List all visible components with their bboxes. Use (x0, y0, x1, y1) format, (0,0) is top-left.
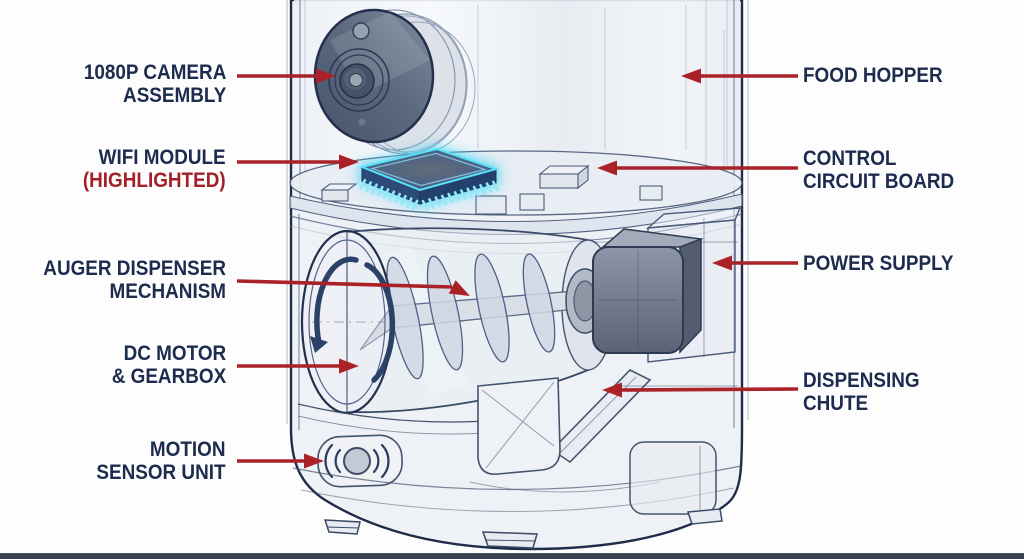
auger-blades (386, 253, 556, 380)
motion-sensor-eye (343, 447, 371, 475)
label-line: ASSEMBLY (122, 84, 226, 107)
label-line-highlighted: (HIGHLIGHTED) (83, 169, 226, 192)
device-feet (323, 508, 723, 549)
label-line: CONTROL (803, 147, 897, 170)
label-auger-dispenser: AUGER DISPENSER MECHANISM (43, 257, 226, 303)
label-line: WIFI MODULE (98, 146, 226, 169)
dispensing-chute-drawing (297, 369, 738, 493)
label-line: DC MOTOR (123, 342, 226, 365)
label-line: 1080P CAMERA (83, 61, 226, 84)
base-compartment (629, 441, 717, 515)
pcb-components (320, 164, 663, 215)
camera-mic-dot (358, 118, 366, 126)
label-line: CIRCUIT BOARD (803, 170, 955, 193)
camera-assembly-drawing (313, 8, 476, 155)
label-line: AUGER DISPENSER (43, 257, 226, 280)
arrow-dispensing-chute (602, 382, 799, 398)
auger-mechanism-drawing (300, 227, 704, 415)
label-line: FOOD HOPPER (803, 64, 943, 87)
label-food-hopper: FOOD HOPPER (803, 64, 943, 87)
label-line: POWER SUPPLY (803, 252, 954, 275)
label-dc-motor-gearbox: DC MOTOR & GEARBOX (112, 342, 226, 388)
label-line: MECHANISM (109, 280, 226, 303)
arrow-power-supply (712, 255, 798, 271)
arrow-circuit-board (597, 160, 798, 176)
camera-ir-led (352, 22, 370, 40)
arrow-camera (237, 68, 336, 84)
arrow-food-hopper (681, 68, 798, 84)
label-line: MOTION (150, 438, 226, 461)
device-base (292, 441, 742, 549)
wifi-module-chip (357, 143, 501, 211)
label-camera-assembly: 1080P CAMERA ASSEMBLY (83, 61, 226, 107)
dc-motor-drawing (565, 228, 704, 354)
arrow-auger (236, 279, 470, 296)
label-line: SENSOR UNIT (96, 461, 226, 484)
label-line: DISPENSING (803, 369, 920, 392)
label-dispensing-chute: DISPENSING CHUTE (803, 369, 920, 415)
arrow-motion-sensor (237, 453, 324, 469)
arrow-wifi (237, 154, 359, 170)
label-line: CHUTE (803, 392, 869, 415)
sound-wave-arcs-icon (324, 443, 390, 479)
arrow-dc-motor (237, 358, 359, 374)
motion-sensor-drawing (317, 434, 403, 488)
label-control-circuit-board: CONTROL CIRCUIT BOARD (803, 147, 954, 193)
bottom-edge-strip (0, 553, 1024, 559)
label-wifi-module: WIFI MODULE (HIGHLIGHTED) (83, 146, 226, 192)
chip-pins (359, 178, 499, 211)
label-power-supply: POWER SUPPLY (803, 252, 954, 275)
label-line: & GEARBOX (111, 365, 226, 388)
callout-arrows (236, 68, 799, 469)
label-motion-sensor: MOTION SENSOR UNIT (97, 438, 226, 484)
